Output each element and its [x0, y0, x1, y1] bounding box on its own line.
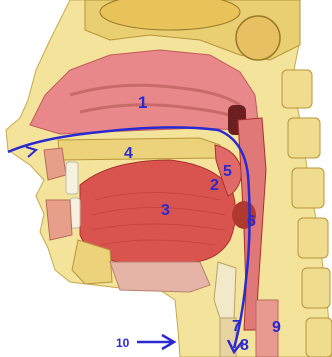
label-7: 7: [232, 318, 241, 335]
hard-palate: [58, 138, 220, 160]
label-10: 10: [116, 336, 130, 350]
tongue: [80, 160, 236, 262]
label-5: 5: [223, 163, 232, 180]
sphenoid-sinus: [236, 16, 280, 60]
label-6: 6: [247, 213, 256, 230]
label-9: 9: [272, 319, 281, 336]
label-3: 3: [161, 202, 170, 219]
floor-of-mouth-muscle: [110, 262, 210, 292]
label-1: 1: [138, 93, 147, 112]
label-4: 4: [124, 145, 133, 162]
label-8: 8: [240, 337, 249, 354]
upper-incisor: [66, 162, 78, 194]
lower-lip: [46, 200, 72, 240]
upper-lip: [44, 148, 66, 180]
label-2: 2: [210, 177, 219, 194]
